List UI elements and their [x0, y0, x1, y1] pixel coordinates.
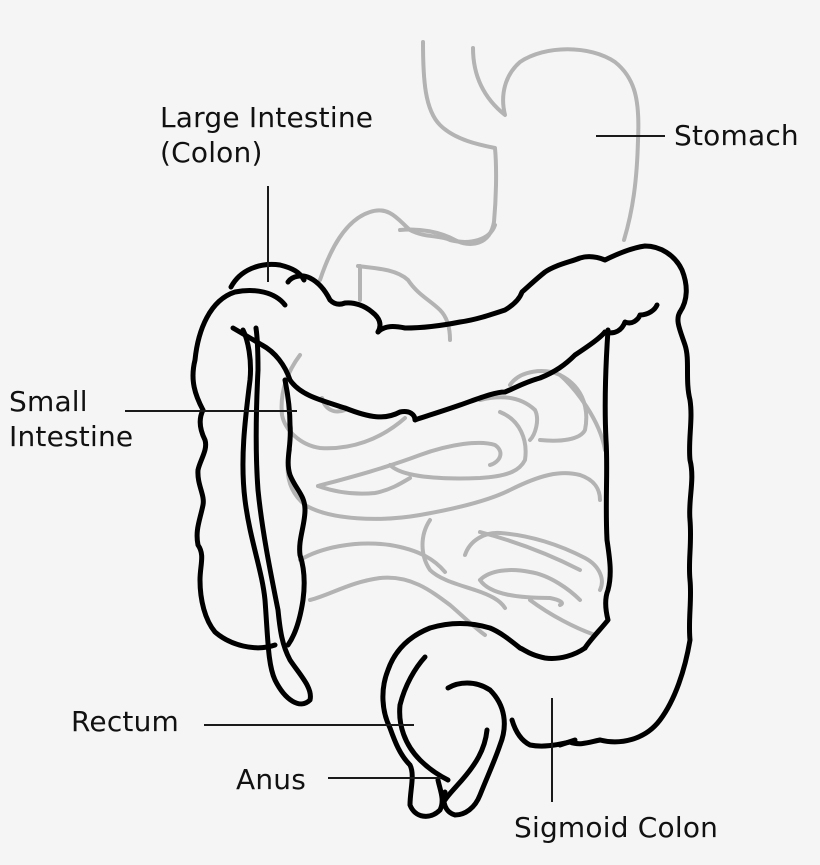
label-stomach-text: Stomach [674, 119, 799, 152]
label-stomach: Stomach [674, 118, 799, 153]
label-small-intestine: Small Intestine [9, 384, 133, 454]
label-rectum-text: Rectum [71, 705, 180, 738]
label-sigmoid-colon: Sigmoid Colon [514, 810, 718, 845]
stomach-shape [318, 40, 641, 282]
label-large-intestine-line2: (Colon) [160, 136, 263, 169]
label-small-intestine-line2: Intestine [9, 420, 134, 453]
large-intestine-shape [190, 243, 695, 819]
label-rectum: Rectum [71, 704, 179, 739]
label-anus-text: Anus [236, 763, 307, 796]
small-intestine-shape [279, 264, 607, 637]
label-anus: Anus [236, 762, 306, 797]
label-large-intestine-line1: Large Intestine [160, 101, 374, 134]
label-sigmoid-colon-text: Sigmoid Colon [514, 811, 719, 844]
label-large-intestine: Large Intestine (Colon) [160, 100, 373, 170]
label-small-intestine-line1: Small [9, 385, 88, 418]
